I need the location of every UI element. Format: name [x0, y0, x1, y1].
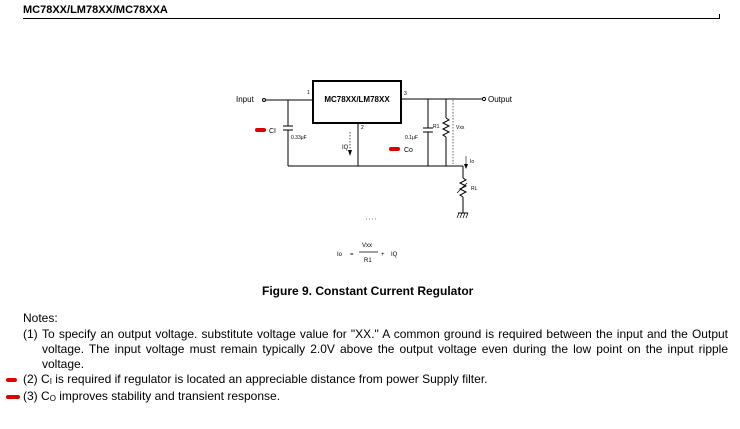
ci-label: CI: [269, 128, 276, 135]
note-2-number: (2): [23, 372, 38, 386]
iq-arrow-head: [348, 150, 352, 156]
ground-hatch-3: [462, 212, 466, 219]
input-label: Input: [236, 95, 255, 104]
figure-caption: Figure 9. Constant Current Regulator: [262, 284, 474, 298]
note-1-number: (1): [23, 327, 38, 341]
notes-title: Notes:: [23, 311, 58, 325]
ground-hatch-4: [465, 212, 469, 219]
header-rule: [23, 18, 720, 19]
co-marker: [389, 147, 400, 151]
pin3-label: 3: [404, 91, 407, 97]
pin2-label: 2: [361, 125, 364, 131]
ground-hatch-2: [459, 212, 463, 219]
rl-wiper: [456, 182, 468, 194]
iq-label: IQ: [342, 145, 349, 151]
ci-value: 0.33μF: [291, 135, 307, 141]
document-header-title: MC78XX/LM78XX/MC78XXA: [23, 4, 168, 16]
note-1-text: To specify an output voltage. substitute…: [42, 327, 728, 371]
regulator-label: MC78XX/LM78XX: [324, 95, 390, 104]
note-3-marker: [6, 395, 20, 399]
formula-lhs: Io: [337, 252, 343, 258]
note-3-text: improves stability and transient respons…: [55, 389, 281, 403]
notes-section: Notes: (1) To specify an output voltage.…: [6, 311, 728, 406]
formula-denominator: R1: [364, 258, 372, 264]
co-value: 0.1μF: [405, 135, 418, 141]
note-3: (3) CO improves stability and transient …: [6, 389, 728, 406]
note-3-symbol: C: [41, 389, 50, 403]
note-2-text: is required if regulator is located an a…: [51, 372, 488, 386]
note-2-marker: [6, 378, 17, 382]
ci-marker: [255, 128, 266, 132]
r1-resistor: [441, 117, 451, 138]
output-terminal: [481, 96, 487, 102]
rl-label: RL: [471, 186, 478, 192]
note-3-number: (3): [23, 389, 38, 403]
r1-label: R1: [433, 124, 440, 130]
vxx-label: Vxx: [456, 125, 465, 131]
note-1: (1) To specify an output voltage. substi…: [23, 327, 728, 372]
formula-equals: =: [350, 252, 354, 258]
note-3-subscript: O: [49, 394, 56, 403]
header-rule-end: [719, 14, 720, 19]
io-label: Io: [470, 159, 474, 165]
formula-plus: +: [381, 252, 385, 258]
note-2-symbol: C: [41, 372, 50, 386]
note-2-subscript: I: [49, 377, 52, 386]
note-2: (2) CI is required if regulator is locat…: [6, 372, 728, 389]
regulator-box: [312, 80, 402, 124]
io-arrow-head: [464, 164, 468, 169]
formula-numerator: Vxx: [362, 243, 372, 249]
circuit-diagram: MC78XX/LM78XX 1 2 3 Input CI 0.33μF IQ O…: [236, 80, 513, 264]
ground-hatch-1: [456, 212, 460, 219]
rl-resistor: [458, 177, 468, 198]
output-label: Output: [488, 95, 513, 104]
pin1-label: 1: [307, 90, 310, 96]
formula-term: IQ: [391, 252, 398, 258]
co-label: Co: [404, 147, 413, 154]
